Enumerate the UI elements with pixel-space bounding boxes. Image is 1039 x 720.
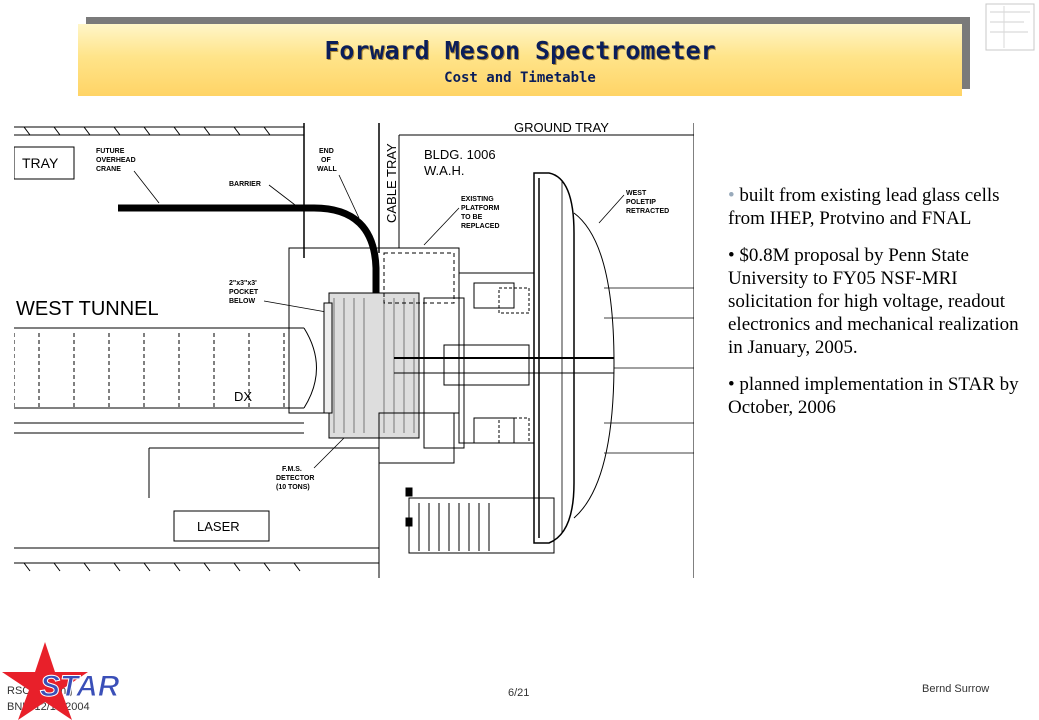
bullet-list: • built from existing lead glass cells f… [728, 184, 1028, 433]
slide-subtitle: Cost and Timetable [444, 70, 596, 86]
tunnel [14, 327, 317, 409]
bullet-item: • planned implementation in STAR by Octo… [728, 373, 1028, 419]
cable-tray-label: CABLE TRAY [384, 143, 399, 223]
bullet-text: planned implementation in STAR by Octobe… [728, 374, 1019, 418]
poletip-label-2: POLETIP [626, 199, 656, 206]
stairs [405, 487, 555, 554]
west-poletip [533, 172, 615, 544]
building-label-1: BLDG. 1006 [424, 147, 496, 162]
pocket-label-2: POCKET [229, 289, 259, 296]
laser-label: LASER [197, 519, 240, 534]
bullet-dot-icon: • [728, 245, 735, 266]
barrier-label: BARRIER [229, 181, 261, 188]
crane-label-1: FUTURE [96, 148, 125, 155]
pocket-label-3: BELOW [229, 298, 255, 305]
bullet-text: built from existing lead glass cells fro… [728, 185, 1000, 229]
platform-label-3: TO BE [461, 214, 483, 221]
star-logo-text: STAR [40, 670, 120, 703]
west-tunnel-label: WEST TUNNEL [16, 298, 159, 320]
corner-thumbnail-icon [985, 3, 1035, 51]
bullet-text: $0.8M proposal by Penn State University … [728, 245, 1019, 358]
end-wall-label-1: END [319, 148, 334, 155]
bullet-dot-icon: • [728, 185, 735, 206]
top-wall [14, 126, 304, 136]
bullet-item: • $0.8M proposal by Penn State Universit… [728, 244, 1028, 359]
tray-label: TRAY [22, 155, 59, 171]
end-wall-label-3: WALL [317, 166, 338, 173]
fms-label-3: (10 TONS) [276, 484, 310, 491]
platform-label-1: EXISTING [461, 196, 494, 203]
bullet-dot-icon: • [728, 374, 735, 395]
bullet-item: • built from existing lead glass cells f… [728, 184, 1028, 230]
fms-detector [288, 247, 614, 464]
footer-author: Bernd Surrow [922, 683, 990, 695]
fms-layout-drawing: TRAY FUTURE OVERHEAD CRANE BARRIER END O… [14, 123, 694, 578]
ground-tray-label: GROUND TRAY [514, 123, 609, 135]
crane-label-2: OVERHEAD [96, 157, 136, 164]
end-wall-label-2: OF [321, 157, 331, 164]
pocket-label-1: 2"x3"x3' [229, 280, 257, 287]
building-label-2: W.A.H. [424, 163, 464, 178]
crane-label-3: CRANE [96, 166, 121, 173]
platform-label-2: PLATFORM [461, 205, 500, 212]
platform-label-4: REPLACED [461, 223, 500, 230]
star-logo-icon: STAR [2, 642, 120, 720]
page-number: 6/21 [508, 687, 530, 699]
poletip-label-3: RETRACTED [626, 208, 669, 215]
dx-label: DX [234, 389, 252, 404]
title-banner: Forward Meson Spectrometer Cost and Time… [78, 24, 962, 96]
poletip-label-1: WEST [626, 190, 647, 197]
fms-label-1: F.M.S. [282, 466, 302, 473]
slide-title: Forward Meson Spectrometer [324, 36, 716, 65]
fms-label-2: DETECTOR [276, 475, 314, 482]
